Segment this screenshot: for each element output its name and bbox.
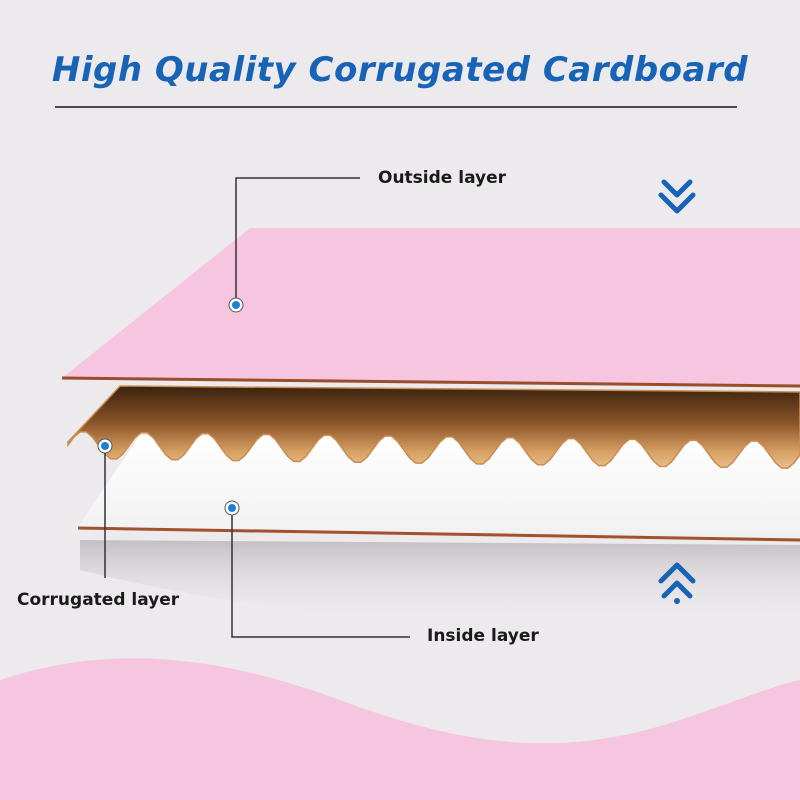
marker-corrugated — [97, 438, 113, 454]
inside-layer-edge — [77, 526, 800, 542]
inside-layer-label: Inside layer — [427, 626, 539, 646]
marker-inside — [224, 500, 240, 516]
corrugated-layer — [67, 385, 800, 469]
leader-line-inside — [231, 510, 410, 638]
chevron-double-up-icon — [658, 562, 696, 604]
page-title: High Quality Corrugated Cardboard — [51, 50, 749, 90]
stack-shadow — [80, 540, 800, 624]
marker-outside — [228, 297, 244, 313]
leader-line-outside — [235, 177, 360, 302]
outside-layer — [62, 228, 800, 385]
bottom-pink-wave — [0, 658, 800, 800]
chevron-double-down-icon — [658, 179, 696, 214]
corrugated-layer-label: Corrugated layer — [17, 590, 180, 610]
title-divider — [55, 106, 737, 108]
outside-layer-edge — [61, 376, 800, 388]
inside-layer — [78, 435, 800, 538]
outside-layer-label: Outside layer — [378, 168, 507, 188]
